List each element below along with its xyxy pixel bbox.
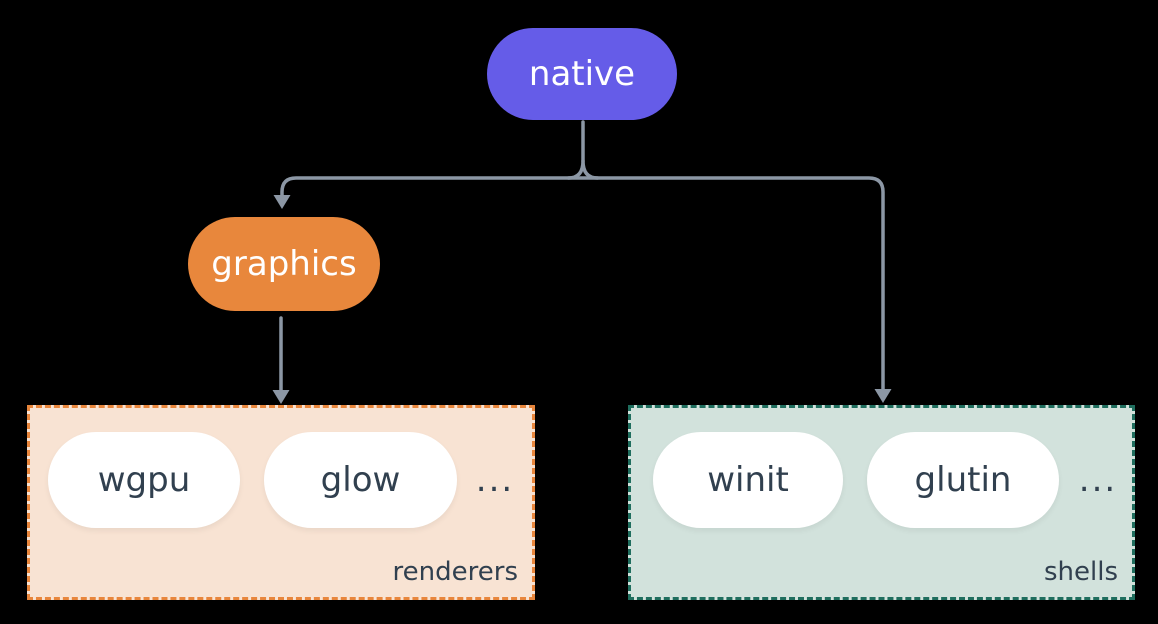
pill-winit-label: winit bbox=[707, 460, 789, 500]
node-graphics: graphics bbox=[188, 217, 380, 311]
pill-glutin: glutin bbox=[867, 432, 1059, 528]
arrowhead-to-renderers bbox=[272, 390, 290, 404]
shells-group-label: shells bbox=[1043, 557, 1118, 587]
pill-glow: glow bbox=[264, 432, 457, 528]
node-graphics-label: graphics bbox=[211, 244, 357, 284]
renderers-ellipsis: ... bbox=[475, 460, 515, 500]
pill-winit: winit bbox=[653, 432, 843, 528]
arrowhead-to-graphics bbox=[273, 195, 291, 209]
pill-wgpu: wgpu bbox=[48, 432, 240, 528]
arrowheads bbox=[272, 195, 892, 404]
node-native-label: native bbox=[528, 54, 636, 94]
renderers-group-label: renderers bbox=[392, 557, 518, 587]
edge-split-fillets bbox=[566, 159, 600, 180]
pill-glow-label: glow bbox=[320, 460, 401, 500]
group-shells: winit glutin ... shells bbox=[628, 405, 1135, 600]
arrowhead-to-shells bbox=[874, 389, 892, 403]
pill-wgpu-label: wgpu bbox=[97, 460, 191, 500]
group-renderers: wgpu glow ... renderers bbox=[27, 405, 535, 600]
pill-glutin-label: glutin bbox=[914, 460, 1012, 500]
shells-ellipsis: ... bbox=[1078, 460, 1118, 500]
node-native: native bbox=[487, 28, 677, 120]
